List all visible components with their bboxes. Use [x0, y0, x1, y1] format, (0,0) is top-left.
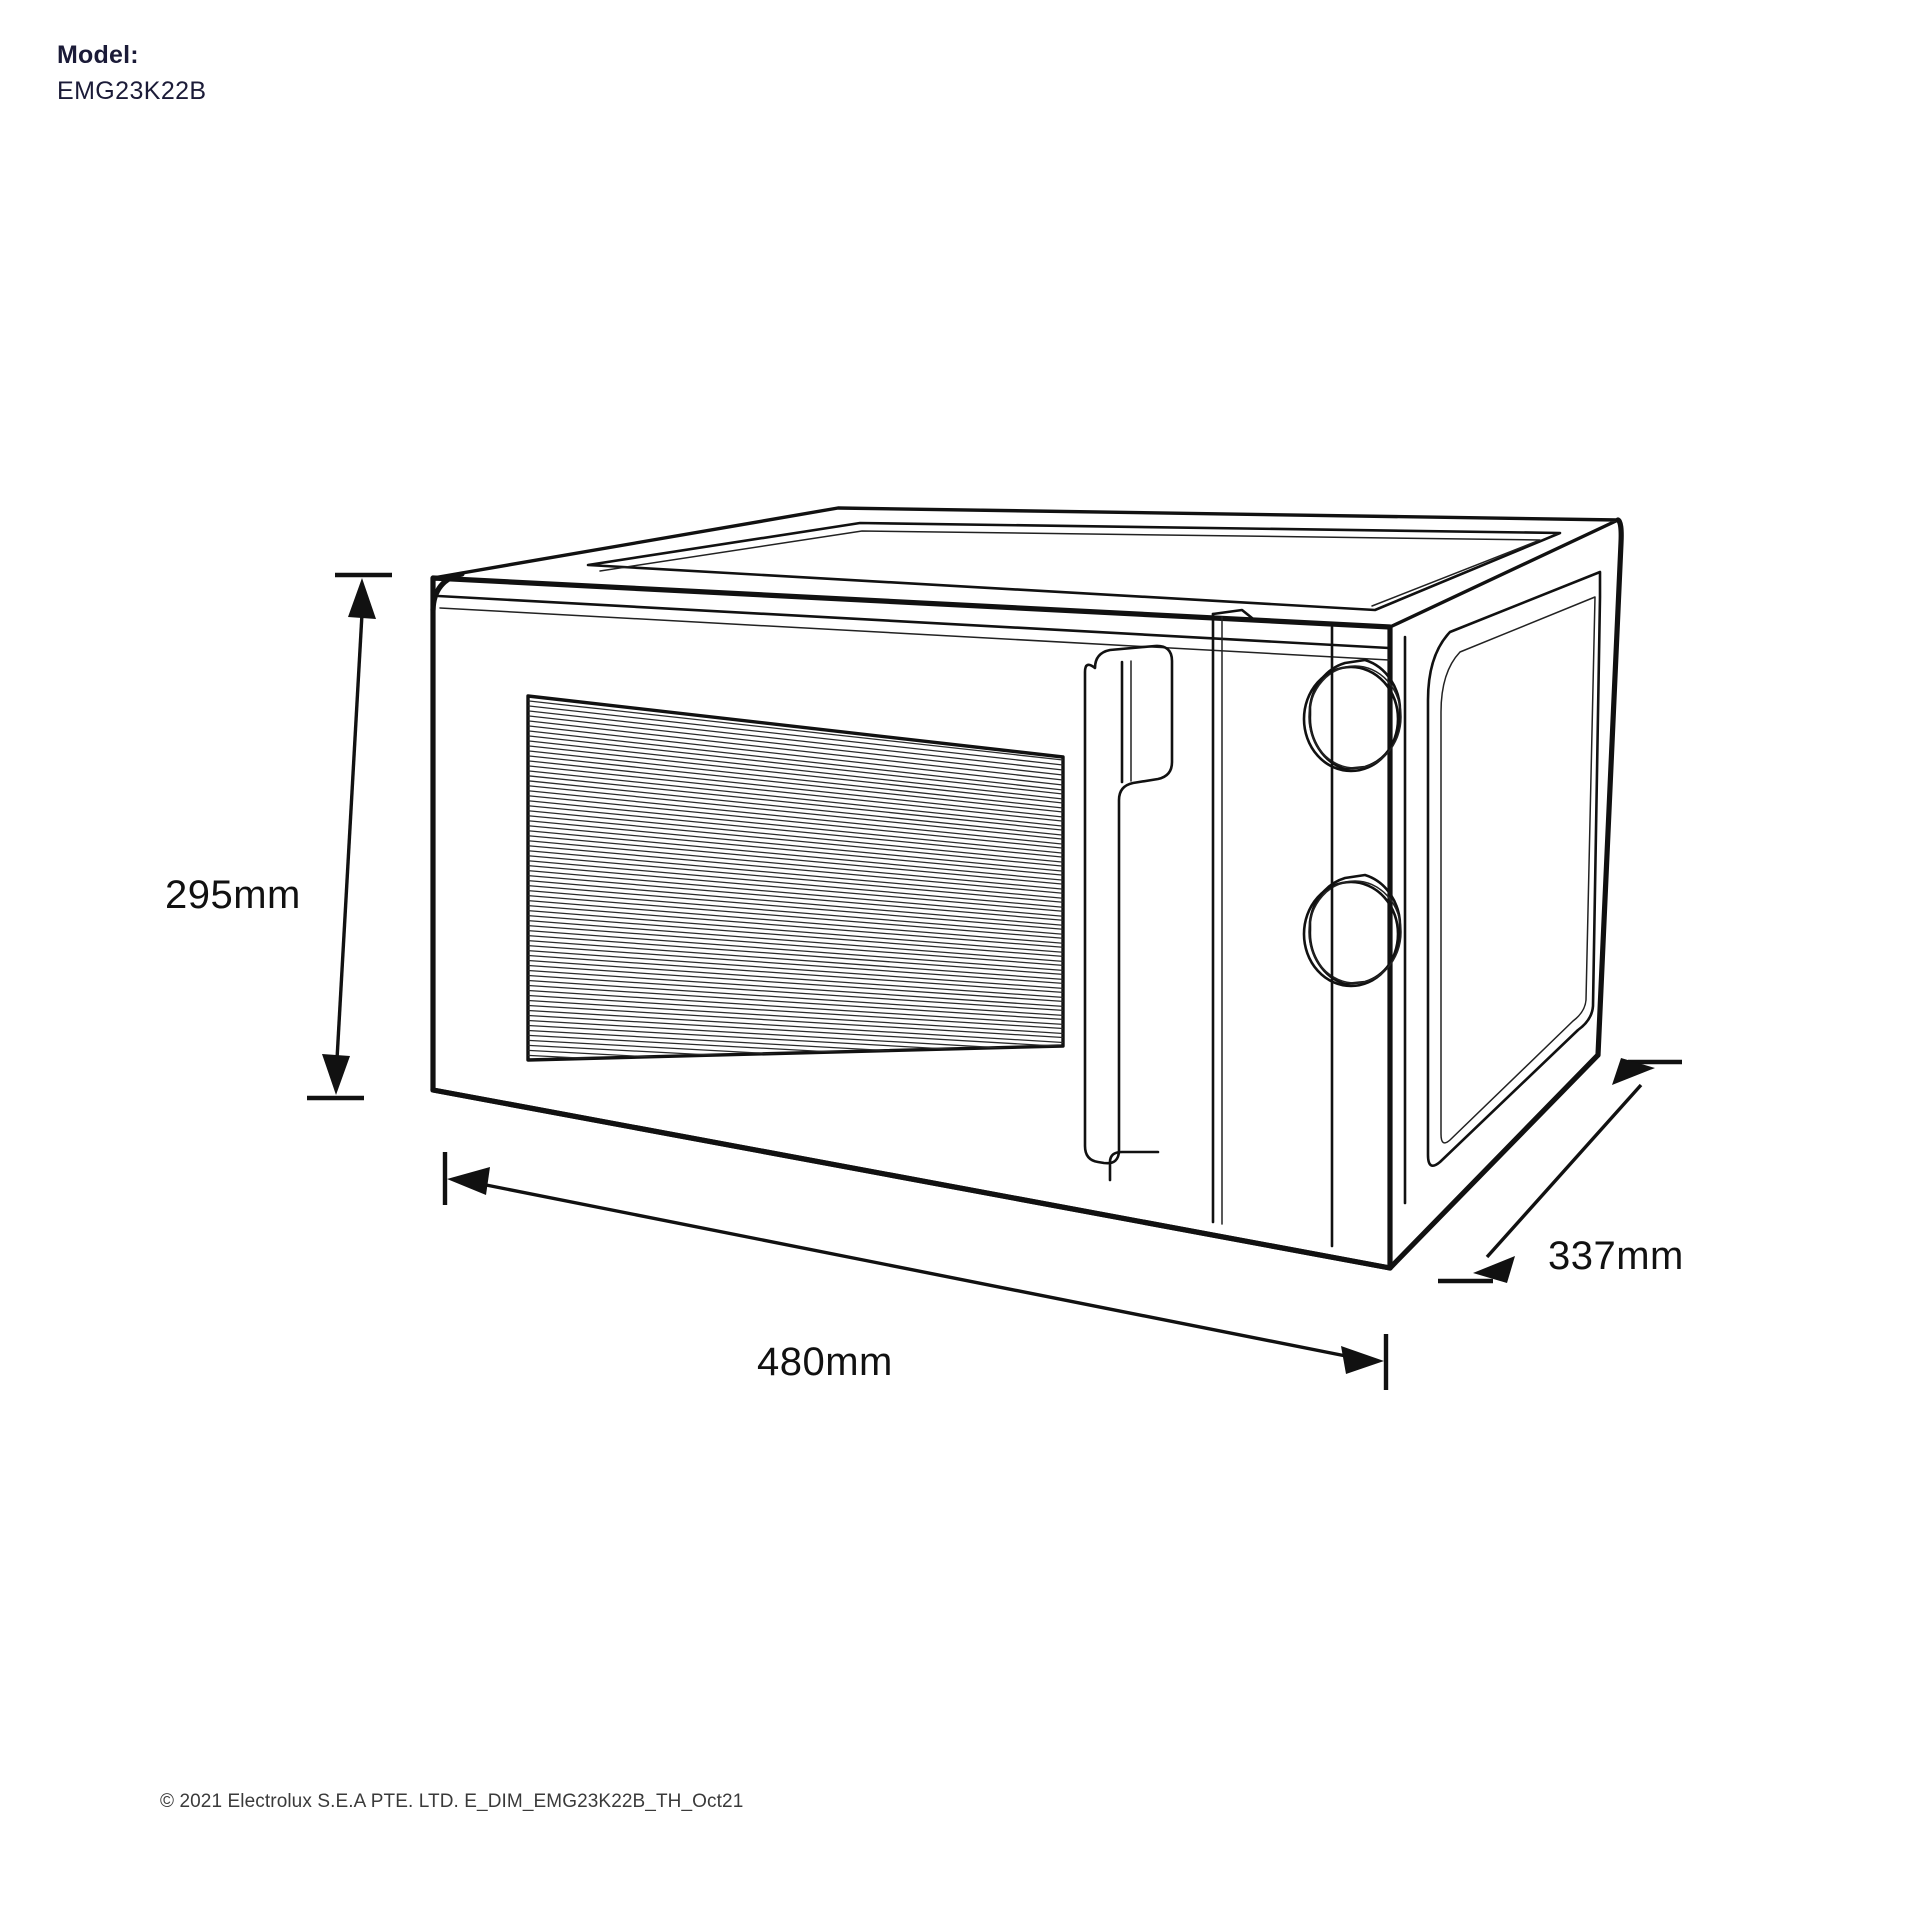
dim-width-arrow-right	[1341, 1346, 1384, 1374]
knob-upper-side	[1308, 658, 1402, 771]
dim-depth-arrow-lower	[1473, 1256, 1515, 1283]
base-step-left	[1108, 1150, 1160, 1182]
dim-width-label: 480mm	[757, 1340, 893, 1384]
door-window-hatch	[528, 699, 1063, 1060]
top-recess-inner-line	[599, 530, 1541, 607]
side-vent-panel-inner	[1440, 596, 1596, 1144]
rotary-knob-upper[interactable]	[1302, 658, 1402, 773]
model-label: Model:	[57, 41, 139, 69]
dim-width	[442, 1152, 1389, 1390]
top-face-outline	[431, 506, 1620, 629]
dim-height	[307, 572, 392, 1101]
rotary-knob-lower[interactable]	[1302, 873, 1402, 988]
panel-split-bevel	[1211, 608, 1254, 620]
dim-height-arrow-top	[348, 578, 376, 619]
dim-depth-label: 337mm	[1548, 1234, 1684, 1278]
knob-lower-face	[1302, 880, 1400, 988]
dim-depth-arrow-upper	[1612, 1058, 1655, 1085]
knob-lower-face-inner	[1308, 880, 1402, 984]
front-face-corner-round	[430, 571, 465, 613]
front-bezel-line-2	[439, 607, 1390, 661]
front-bottom-edge	[430, 1087, 1393, 1271]
dim-height-arrow-bottom	[322, 1054, 350, 1095]
dim-width-arrow-left	[447, 1167, 490, 1195]
control-panel	[1302, 658, 1402, 988]
door-handle	[1083, 644, 1174, 1165]
dim-width-line	[465, 1179, 1367, 1362]
dim-depth-line	[1485, 1083, 1643, 1259]
top-recessed-panel	[586, 521, 1562, 612]
microwave-body	[430, 506, 1624, 1271]
knob-upper-face-inner	[1308, 665, 1402, 769]
door-window	[526, 694, 1065, 1062]
model-number: EMG23K22B	[57, 76, 207, 105]
copyright-footer: © 2021 Electrolux S.E.A PTE. LTD. E_DIM_…	[160, 1791, 744, 1812]
door-window-frame	[526, 694, 1065, 1062]
rear-right-edge	[1595, 517, 1624, 1058]
knob-lower-side	[1308, 873, 1402, 986]
door-handle-outline	[1083, 644, 1174, 1165]
model-block: Model: EMG23K22B	[57, 38, 207, 109]
dim-height-line	[334, 595, 365, 1078]
dim-height-label: 295mm	[165, 873, 301, 917]
side-vent-panel-outer	[1426, 570, 1602, 1167]
front-bezel-line-1	[436, 594, 1391, 650]
knob-upper-face	[1302, 665, 1400, 773]
right-side-face	[1330, 517, 1624, 1271]
front-face-outline	[430, 575, 1393, 1271]
